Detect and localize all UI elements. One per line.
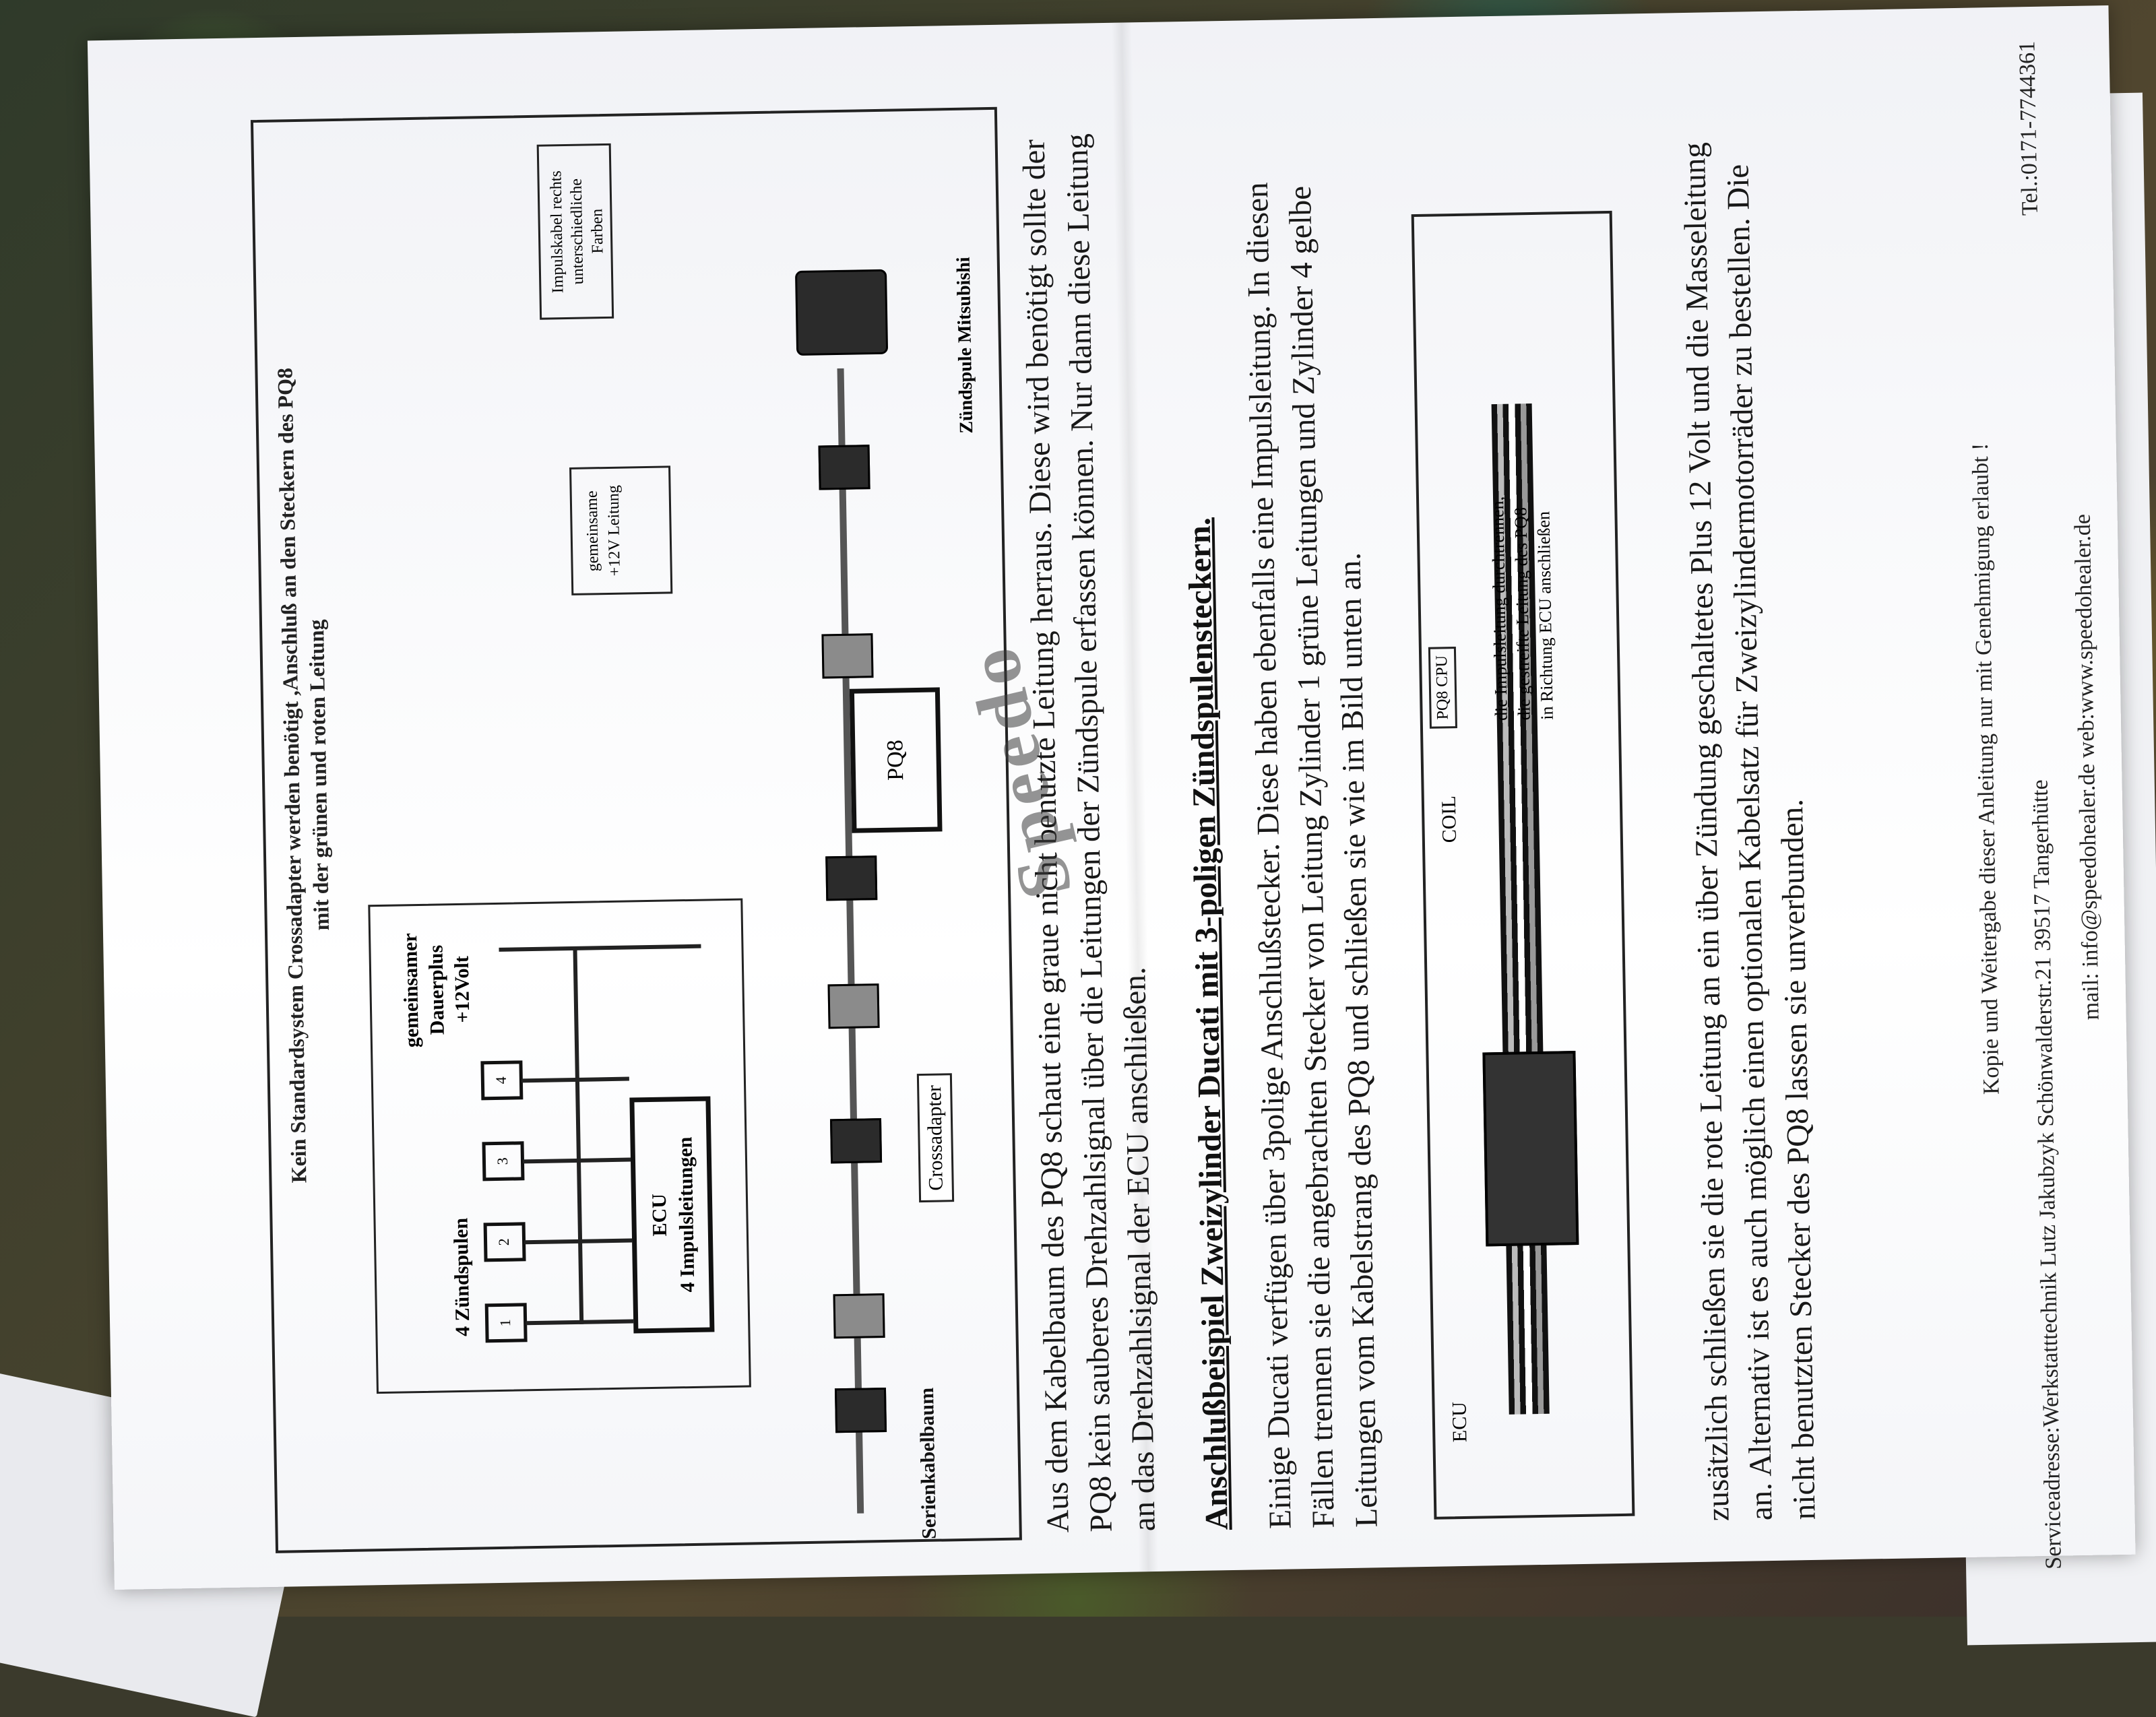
plus-label-line: +12Volt	[450, 955, 474, 1023]
plus-label: gemeinsamer Dauerplus +12Volt	[398, 932, 476, 1048]
paragraph-ducati: Einige Ducati verfügen über 3polige Ansc…	[1239, 182, 1385, 1530]
mitsubishi-coil	[794, 269, 889, 356]
cross-connector	[829, 1118, 883, 1164]
harness-connector	[834, 1387, 887, 1433]
paragraph-power: zusätzlich schließen sie die rote Leitun…	[1676, 141, 1822, 1522]
coil-3: 3	[482, 1141, 525, 1181]
pq8-box: PQ8	[849, 687, 943, 833]
supply-label-line: +12V Leitung	[604, 485, 624, 577]
supply-label: gemeinsame +12V Leitung	[569, 465, 673, 595]
ecu-sublabel: 4 Impulsleitungen	[674, 1136, 699, 1293]
ecu-coil-group: 4 Zündspulen 1 2 3 4 ECU 4 Impulsleitung…	[368, 898, 751, 1394]
coils-label: 4 Zündspulen	[449, 1217, 474, 1337]
pulse-label-line: Impulskabel rechts	[547, 170, 567, 294]
harness-label: Serienkabelbaum	[915, 1387, 941, 1540]
wiring-diagram: Kein Standardsystem Crossadapter werden …	[250, 106, 1022, 1553]
pq8-cpu-label: PQ8 CPU	[1428, 646, 1457, 729]
plus-label-line: Dauerplus	[424, 944, 449, 1035]
crossadapter-label: Crossadapter	[916, 1073, 955, 1203]
footer-phone: Tel.:0171-7744361	[2015, 40, 2043, 216]
plus-wire	[573, 946, 584, 1324]
coil-1: 1	[484, 1303, 528, 1343]
harness-wire	[837, 368, 864, 1514]
pq8-connector	[825, 855, 878, 901]
diagram-title: Kein Standardsystem Crossadapter werden …	[268, 202, 342, 1348]
coil-2: 2	[483, 1222, 526, 1262]
cross-connector	[833, 1293, 885, 1339]
supply-label-line: gemeinsame	[583, 490, 602, 572]
instruction-sheet: Kein Standardsystem Crossadapter werden …	[87, 5, 2136, 1590]
note-line: die gestreifte Leitung des PQ8	[1511, 507, 1534, 721]
mitsubishi-coil-label: Zündspule Mitsubishi	[953, 257, 978, 434]
coil-connector	[818, 445, 870, 490]
ducati-note: die Impulsleitung durchtrennen, die gest…	[1486, 496, 1559, 721]
pulse-label-line: unterschiedliche	[567, 178, 588, 285]
ducati-connector	[1482, 1051, 1579, 1247]
pulse-label-line: Farben	[588, 208, 607, 254]
pulse-cable-label: Impulskabel rechts unterschiedliche Farb…	[536, 143, 614, 320]
coil-connector	[821, 633, 874, 679]
coil-direction-label: COIL	[1437, 795, 1461, 843]
ecu-direction-label: ECU	[1448, 1401, 1471, 1443]
note-line: in Richtung ECU anschließen	[1533, 511, 1557, 720]
ecu-label: ECU	[647, 1193, 671, 1237]
plus-label-line: gemeinsamer	[399, 932, 424, 1048]
footer-address: Serviceadresse:Werkstatttechnik Lutz Jak…	[2027, 779, 2066, 1570]
ecu-box: ECU 4 Impulsleitungen	[629, 1096, 715, 1334]
plus-wire	[499, 944, 701, 952]
footer-copyright: Kopie und Weitergabe dieser Anleitung nu…	[1967, 443, 2004, 1095]
pq8-connector	[827, 983, 880, 1029]
footer-mail: mail: info@speedohealer.de web:www.speed…	[2070, 513, 2104, 1021]
note-line: die Impulsleitung durchtrennen,	[1487, 496, 1511, 721]
coil-4: 4	[480, 1060, 524, 1101]
ducati-diagram: ECU COIL PQ8 CPU die Impulsleitung durch…	[1411, 210, 1635, 1520]
section-heading: Anschlußbeispiel Zweizylinder Ducati mit…	[1181, 517, 1235, 1530]
